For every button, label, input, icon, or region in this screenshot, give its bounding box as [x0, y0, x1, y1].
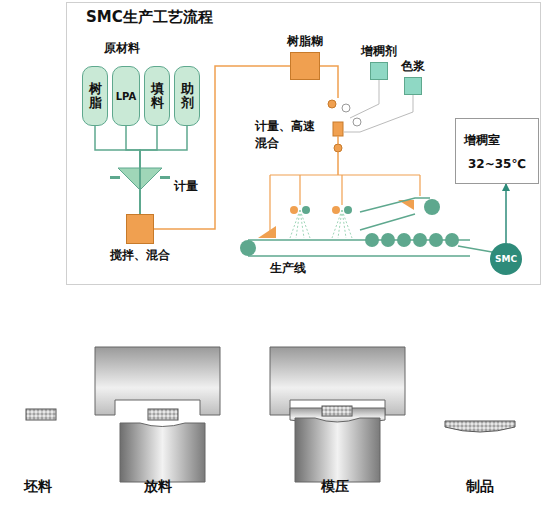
panel-frame: [67, 3, 541, 285]
thickening-room: 增稠室 32~35℃: [455, 118, 539, 184]
node-text: 填料: [151, 82, 164, 111]
closed-mold: [270, 347, 405, 482]
diagram-title: SMC生产工艺流程: [86, 8, 213, 27]
mixer-box: 搅拌、混合: [126, 214, 154, 244]
thickener-box: 增稠剂: [370, 62, 388, 80]
label: 模压: [321, 478, 349, 496]
open-mold: [95, 347, 220, 482]
node-text: 搅拌、混合: [110, 247, 170, 264]
label: 放料: [144, 478, 172, 496]
product: [445, 421, 515, 432]
material-tank: 树脂: [82, 66, 108, 126]
node-text: LPA: [116, 91, 137, 102]
material-tank: 填料: [144, 66, 170, 126]
connector: [140, 126, 157, 214]
node-text: 增稠室: [464, 132, 500, 149]
node-text: 32~35℃: [468, 157, 526, 171]
mixing-head: [270, 66, 420, 232]
connector: [126, 126, 140, 214]
node-text: 树脂糊: [287, 33, 323, 50]
label: 生产线: [270, 260, 306, 277]
material-tank: LPA: [112, 66, 140, 126]
node-text: 增稠剂: [361, 43, 397, 60]
connector: [505, 184, 507, 243]
connector: [140, 126, 187, 214]
label: 计量: [174, 178, 198, 195]
blank: [26, 409, 56, 420]
node-text: SMC: [495, 254, 517, 264]
node-text: 色浆: [401, 58, 425, 75]
node-text: 树脂: [89, 82, 102, 111]
label: 制品: [466, 478, 494, 496]
label: 计量、高速混合: [255, 118, 317, 152]
material-tank: 助剂: [174, 66, 200, 126]
smc-roll: SMC: [490, 243, 522, 275]
pigment-box: 色浆: [404, 77, 422, 95]
resin-paste-box: 树脂糊: [290, 52, 320, 80]
production-line: [240, 198, 492, 256]
connector: [95, 126, 140, 214]
label: 坯料: [24, 478, 52, 496]
node-text: 助剂: [181, 82, 194, 111]
label: 原材料: [104, 40, 140, 57]
